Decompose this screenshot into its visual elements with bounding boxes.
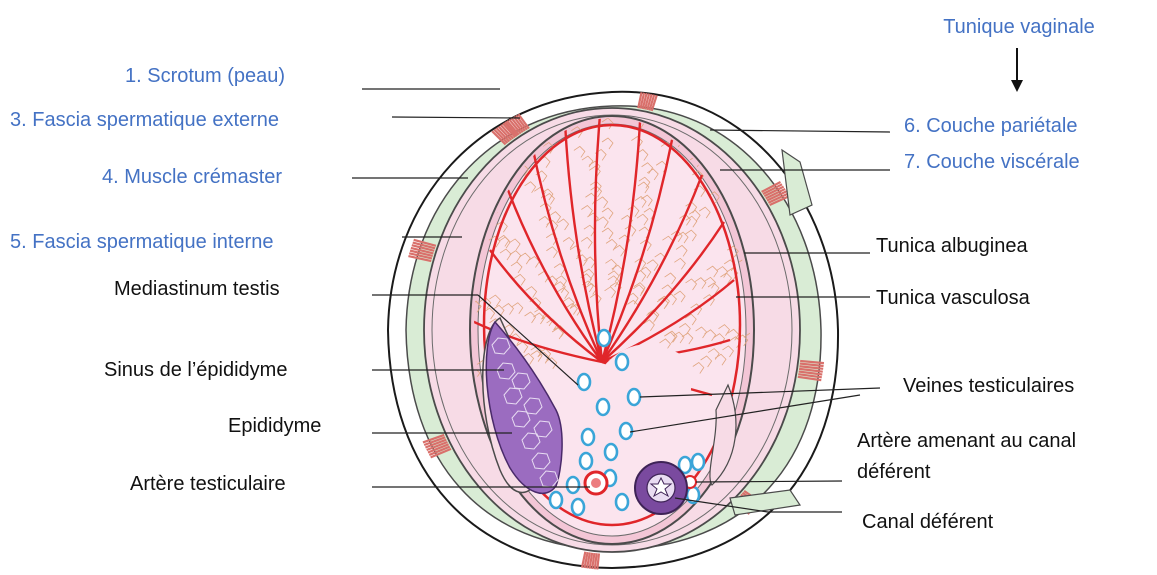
vein	[580, 453, 592, 469]
arrow-down-icon	[1011, 48, 1023, 92]
vein	[616, 494, 628, 510]
vein	[567, 477, 579, 493]
vein	[605, 444, 617, 460]
vein	[572, 499, 584, 515]
label-artere-canal-line2: déférent	[857, 461, 931, 483]
vas-deferens	[635, 462, 687, 514]
vein	[620, 423, 632, 439]
vein	[616, 354, 628, 370]
label-epididyme: Epididyme	[228, 415, 321, 437]
vein	[597, 399, 609, 415]
label-couche-parietale: 6. Couche pariétale	[904, 115, 1077, 137]
label-tunica-vasculosa: Tunica vasculosa	[876, 287, 1031, 309]
vein	[550, 492, 562, 508]
label-tunica-albuginea: Tunica albuginea	[876, 235, 1028, 257]
label-couche-viscerale: 7. Couche viscérale	[904, 151, 1080, 173]
label-veines-testiculaires: Veines testiculaires	[903, 375, 1074, 397]
vein	[582, 429, 594, 445]
label-canal-deferent: Canal déférent	[862, 511, 994, 533]
label-fascia-interne: 5. Fascia spermatique interne	[10, 231, 273, 253]
label-artere-testiculaire: Artère testiculaire	[130, 473, 286, 495]
label-scrotum: 1. Scrotum (peau)	[125, 65, 285, 87]
label-fascia-externe: 3. Fascia spermatique externe	[10, 109, 279, 131]
label-sinus-epididyme: Sinus de l’épididyme	[104, 359, 287, 381]
vein	[578, 374, 590, 390]
testicular-artery	[585, 472, 607, 494]
vein	[598, 330, 610, 346]
vein	[692, 454, 704, 470]
vein	[628, 389, 640, 405]
label-mediastinum: Mediastinum testis	[114, 278, 280, 300]
label-tunique-vaginale: Tunique vaginale	[943, 16, 1095, 38]
label-muscle-cremaster: 4. Muscle crémaster	[102, 166, 282, 188]
leader-fascia-externe	[392, 117, 520, 118]
label-artere-canal-line1: Artère amenant au canal	[857, 430, 1076, 452]
